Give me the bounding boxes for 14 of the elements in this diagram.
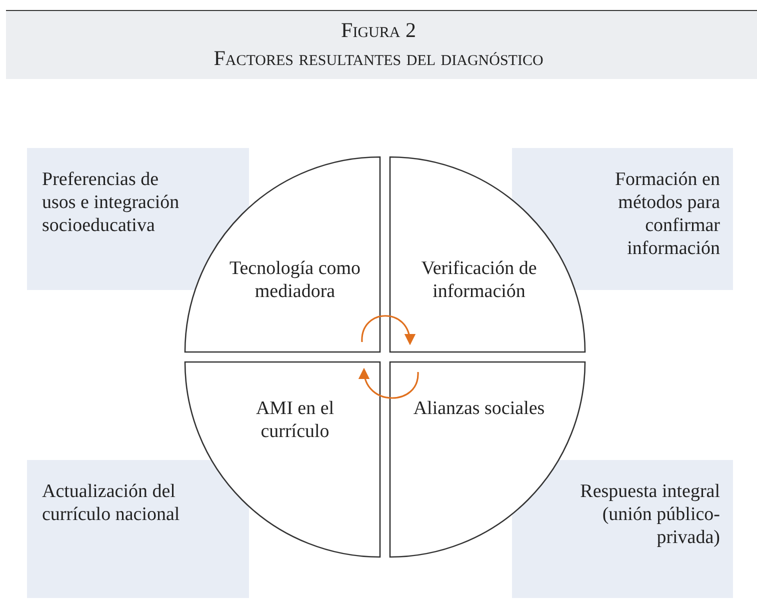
- curved-arrow: [360, 368, 419, 399]
- quadrant-label: AMI en el currículo: [254, 397, 336, 443]
- figure-title: Figura 2: [341, 18, 416, 43]
- box-text: Preferencias de usos e integración socioeducativa: [42, 168, 180, 237]
- box-text: Respuesta integral (unión público-privada): [580, 480, 720, 549]
- box-text: Actualización del currículo nacional: [42, 480, 181, 526]
- info-box: [27, 460, 249, 598]
- figure-subtitle: Factores resultantes del diagnóstico: [214, 46, 544, 71]
- curved-arrow: [361, 315, 415, 346]
- box-text: Formación en métodos para confirmar información: [614, 168, 720, 260]
- quadrant-label: Verificación de información: [420, 257, 538, 303]
- quadrant-label: Tecnología como mediadora: [228, 257, 362, 303]
- info-box: [512, 460, 733, 598]
- quadrant-label: Alianzas sociales: [412, 397, 546, 420]
